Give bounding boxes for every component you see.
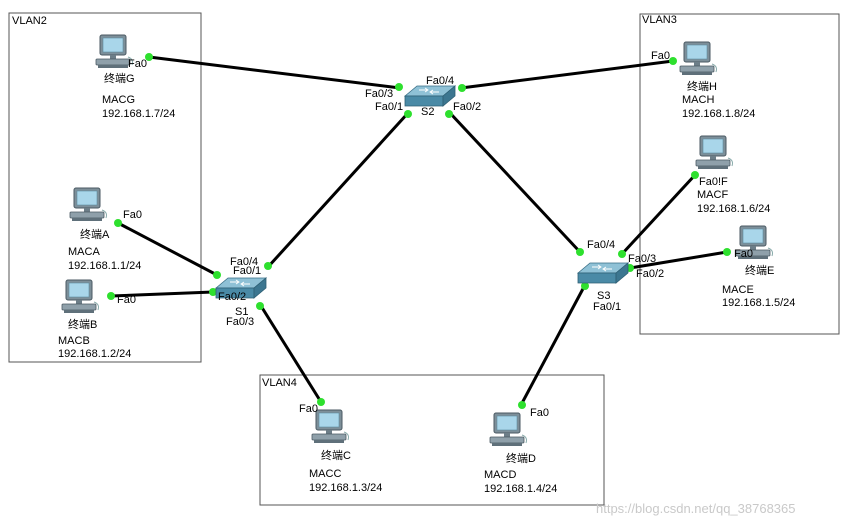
host-c-mac: MACC xyxy=(309,468,341,480)
pc-d-icon[interactable] xyxy=(489,412,527,447)
link-a-s1 xyxy=(117,221,218,277)
host-d-mac: MACD xyxy=(484,469,516,481)
port-label-c-fa0: Fa0 xyxy=(299,403,318,415)
host-e-mac: MACE xyxy=(722,284,754,296)
host-a-ip: 192.168.1.1/24 xyxy=(68,260,141,272)
port-label-s2-fa04: Fa0/4 xyxy=(426,75,454,87)
port-dot xyxy=(256,302,264,310)
port-dot xyxy=(669,57,677,65)
host-h-name: 终端H xyxy=(687,79,717,93)
vlan2-label: VLAN2 xyxy=(12,15,47,27)
link-s2-s3 xyxy=(448,111,582,254)
host-e-ip: 192.168.1.5/24 xyxy=(722,297,795,309)
port-dot xyxy=(213,271,221,279)
port-dot xyxy=(581,282,589,290)
port-dot xyxy=(404,110,412,118)
port-label-e-fa0: Fa0 xyxy=(734,248,753,260)
switch-s3-label: S3 xyxy=(597,290,610,302)
port-label-b-fa0: Fa0 xyxy=(117,294,136,306)
port-dot xyxy=(458,84,466,92)
pc-h-icon[interactable] xyxy=(679,41,717,76)
host-b-ip: 192.168.1.2/24 xyxy=(58,348,131,360)
port-label-s2-fa02: Fa0/2 xyxy=(453,101,481,113)
link-s2-h xyxy=(460,59,674,90)
port-dot xyxy=(395,83,403,91)
port-label-s1-fa03: Fa0/3 xyxy=(226,316,254,328)
host-b-mac: MACB xyxy=(58,335,90,347)
host-e-name: 终端E xyxy=(745,263,774,277)
watermark-text: https://blog.csdn.net/qq_38768365 xyxy=(596,501,796,516)
host-c-name: 终端C xyxy=(321,448,351,462)
port-dot xyxy=(691,171,699,179)
links xyxy=(110,55,728,406)
port-dot xyxy=(445,110,453,118)
port-label-a-fa0: Fa0 xyxy=(123,209,142,221)
port-dot xyxy=(114,219,122,227)
link-b-s1 xyxy=(110,290,214,298)
port-label-s2-fa01: Fa0/1 xyxy=(375,101,403,113)
host-g-ip: 192.168.1.7/24 xyxy=(102,108,175,120)
port-label-s2-fa03: Fa0/3 xyxy=(365,88,393,100)
host-d-name: 终端D xyxy=(506,451,536,465)
port-label-s3-fa03: Fa0/3 xyxy=(628,253,656,265)
host-h-ip: 192.168.1.8/24 xyxy=(682,108,755,120)
switch-s1-label: S1 xyxy=(235,306,248,318)
port-label-f-fa0: Fa0!F xyxy=(699,176,728,188)
link-s3-f xyxy=(620,173,697,256)
port-label-h-fa0: Fa0 xyxy=(651,50,670,62)
host-d-ip: 192.168.1.4/24 xyxy=(484,483,557,495)
host-a-name: 终端A xyxy=(80,227,110,241)
port-label-s1-fa01: Fa0/1 xyxy=(233,265,261,277)
port-dot xyxy=(264,262,272,270)
link-s3-e xyxy=(629,250,728,270)
port-label-s1-fa02: Fa0/2 xyxy=(218,291,246,303)
port-label-s3-fa01: Fa0/1 xyxy=(593,301,621,313)
link-s2-s1 xyxy=(266,111,410,269)
pc-b-icon[interactable] xyxy=(61,279,99,314)
host-h-mac: MACH xyxy=(682,94,714,106)
port-label-s1-fa04: Fa0/4 xyxy=(230,256,258,268)
vlan4-box xyxy=(259,374,605,506)
vlan4-label: VLAN4 xyxy=(262,377,297,389)
link-s1-c xyxy=(259,305,323,403)
port-dot xyxy=(145,53,153,61)
port-dot xyxy=(209,288,217,296)
port-dot xyxy=(317,398,325,406)
switch-s3-icon[interactable] xyxy=(577,262,629,284)
port-indicators xyxy=(107,53,731,409)
vlan3-label: VLAN3 xyxy=(642,14,677,26)
port-dot xyxy=(518,401,526,409)
pc-f-icon[interactable] xyxy=(695,135,733,170)
port-dot xyxy=(576,248,584,256)
port-dot xyxy=(618,250,626,258)
link-g-s2 xyxy=(148,55,401,90)
host-c-ip: 192.168.1.3/24 xyxy=(309,482,382,494)
switch-s2-icon[interactable] xyxy=(404,85,456,107)
host-g-mac: MACG xyxy=(102,94,135,106)
port-label-s3-fa02: Fa0/2 xyxy=(636,268,664,280)
port-label-g-fa0: Fa0 xyxy=(128,58,147,70)
port-label-d-fa0: Fa0 xyxy=(530,407,549,419)
port-label-s3-fa04: Fa0/4 xyxy=(587,239,615,251)
host-f-ip: 192.168.1.6/24 xyxy=(697,203,770,215)
host-a-mac: MACA xyxy=(68,246,100,258)
link-s3-d xyxy=(519,284,587,406)
port-dot xyxy=(723,248,731,256)
switch-s2-label: S2 xyxy=(421,106,434,118)
host-f-mac: MACF xyxy=(697,189,728,201)
vlan3-box xyxy=(639,13,840,335)
host-g-name: 终端G xyxy=(104,71,135,85)
host-b-name: 终端B xyxy=(68,317,97,331)
port-dot xyxy=(107,292,115,300)
pc-a-icon[interactable] xyxy=(69,187,107,222)
vlan2-box xyxy=(8,12,202,363)
